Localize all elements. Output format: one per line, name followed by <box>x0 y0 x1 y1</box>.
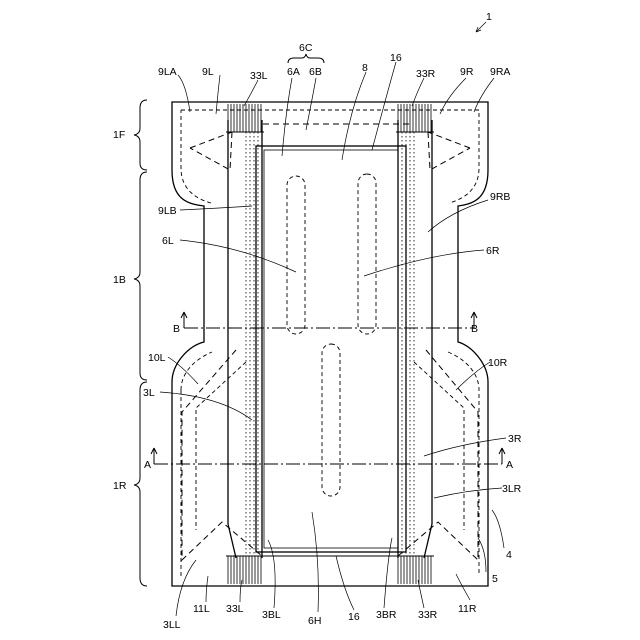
label-6R: 6R <box>486 245 500 257</box>
label-B-right: B <box>471 323 478 335</box>
label-3BR: 3BR <box>376 609 397 621</box>
bracket-6C <box>288 54 324 63</box>
label-33L-top: 33L <box>250 70 268 82</box>
label-8: 8 <box>362 62 368 74</box>
figure-number-arrow <box>476 22 486 32</box>
label-B-left: B <box>173 323 180 335</box>
label-9RA: 9RA <box>490 66 510 78</box>
side-gather-left <box>228 120 262 558</box>
elastic-band-33R-bottom <box>396 556 434 584</box>
slit-6H <box>322 344 340 496</box>
elastic-band-33R-top <box>396 104 434 132</box>
label-33R-bot: 33R <box>418 609 438 621</box>
brace-1B <box>134 172 147 380</box>
label-3BL: 3BL <box>262 609 281 621</box>
core-inner-line <box>264 150 398 548</box>
elastic-band-33L-top <box>226 104 264 132</box>
side-gather-right <box>398 120 432 558</box>
label-10R: 10R <box>488 357 508 369</box>
label-9LA: 9LA <box>158 66 177 78</box>
label-3R: 3R <box>508 433 522 445</box>
arrow-B-left <box>181 312 187 328</box>
slit-6A <box>287 176 305 334</box>
brace-1F <box>134 100 147 170</box>
rear-dashed-inner-right <box>414 362 464 530</box>
arrow-A-right <box>499 448 505 464</box>
figure-number: 1 <box>486 11 492 23</box>
label-33R-top: 33R <box>416 68 436 80</box>
label-6H: 6H <box>308 615 321 627</box>
absorbent-core <box>256 146 406 552</box>
label-1R: 1R <box>113 480 127 492</box>
label-9LB: 9LB <box>158 205 177 217</box>
label-3LL: 3LL <box>163 619 181 631</box>
arrow-A-left <box>151 448 157 464</box>
label-9L: 9L <box>202 66 214 78</box>
label-4: 4 <box>506 549 512 561</box>
label-1F: 1F <box>113 129 125 141</box>
label-5: 5 <box>492 573 498 585</box>
label-33L-bot: 33L <box>226 603 244 615</box>
inner-seal-outline <box>181 110 479 576</box>
label-9R: 9R <box>460 66 474 78</box>
leaders <box>160 62 506 616</box>
elastic-band-33L-bottom <box>226 556 264 584</box>
slit-6B <box>358 174 376 334</box>
label-6B: 6B <box>309 66 322 78</box>
label-9RB: 9RB <box>490 191 510 203</box>
brace-1R <box>134 382 147 586</box>
label-A-left: A <box>144 459 151 471</box>
label-16-top: 16 <box>390 52 402 64</box>
label-3LR: 3LR <box>502 483 522 495</box>
gather-elastic-right <box>402 132 414 556</box>
label-6C: 6C <box>299 42 313 54</box>
label-1B: 1B <box>113 274 126 286</box>
label-3L: 3L <box>143 387 155 399</box>
label-16-bot: 16 <box>348 611 360 623</box>
label-6L: 6L <box>162 235 174 247</box>
label-6A: 6A <box>287 66 300 78</box>
front-chevron <box>190 132 470 170</box>
label-11R: 11R <box>458 603 477 615</box>
label-11L: 11L <box>193 603 210 615</box>
rear-dashed-inner-left <box>196 362 246 530</box>
label-A-right: A <box>506 459 513 471</box>
label-10L: 10L <box>148 352 166 364</box>
